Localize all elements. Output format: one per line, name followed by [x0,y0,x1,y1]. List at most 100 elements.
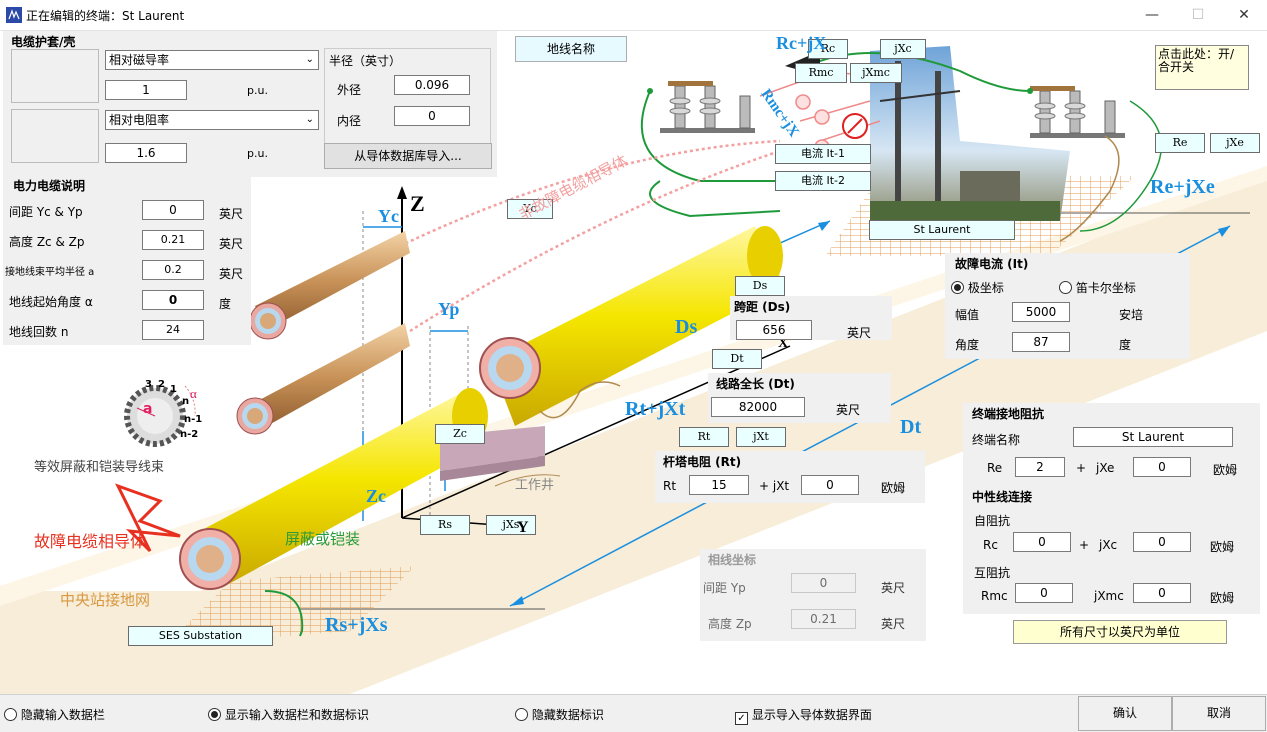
tag-jxe: jXe [1210,133,1260,153]
tag-current-it2: 电流 It-2 [775,171,871,191]
jxc-field[interactable]: 0 [1133,532,1191,552]
re-label: Re [987,461,1003,475]
label-shield-bundle: 等效屏蔽和铠装导线束 [34,459,165,474]
radius-group: 半径（英寸） 外径 0.096 内径 0 [324,48,491,145]
angle-label: 角度 [955,338,980,352]
rmc-field[interactable]: 0 [1015,583,1073,603]
neutral-mutual-unit: 欧姆 [1210,591,1235,605]
permeability-swatch [11,49,99,103]
tower-resistance-title: 杆塔电阻 (Rt) [663,455,742,469]
diagram-scene: Rc jXc Rmc jXmc 电流 It-1 电流 It-2 Yc Ds Dt… [0,31,1267,694]
rc-field[interactable]: 0 [1013,532,1071,552]
span-title: 跨距 (Ds) [734,300,791,314]
cartesian-radio[interactable]: 笛卡尔坐标 [1059,279,1136,296]
spacing-field[interactable]: 0 [142,200,204,220]
neutral-self-unit: 欧姆 [1210,540,1235,554]
spacing-unit: 英尺 [219,207,244,221]
phase-coords-panel: 相线坐标 间距 Yp 0 英尺 高度 Zp 0.21 英尺 [700,549,926,641]
radius-a-field[interactable]: 0.2 [142,260,204,280]
chevron-down-icon: ⌄ [305,54,314,65]
show-import-label: 显示导入导体数据界面 [751,708,872,722]
rt-field[interactable]: 15 [689,475,749,495]
outer-radius-field[interactable]: 0.096 [394,75,470,95]
neutral-panel: 中性线连接 自阻抗 Rc 0 + jXc 0 欧姆 互阻抗 Rmc 0 jXmc… [963,486,1260,614]
terminal-name-label: 终端名称 [972,433,1021,447]
radio-selected-icon [208,708,221,721]
permeability-field[interactable]: 1 [105,80,187,100]
polar-radio[interactable]: 极坐标 [951,279,1004,296]
span-panel: 跨距 (Ds) 656 英尺 [730,296,892,340]
tag-dt: Dt [712,349,762,369]
start-angle-field[interactable]: 0 [142,290,204,310]
zp-label: 高度 Zp [708,617,752,631]
mutual-impedance-label: 互阻抗 [974,566,1011,580]
toggle-switch-note[interactable]: 点击此处：开/合开关 [1155,45,1249,90]
span-field[interactable]: 656 [736,320,812,340]
axis-x-label: X [778,336,789,351]
zp-field: 0.21 [791,609,856,629]
inner-radius-field[interactable]: 0 [394,106,470,126]
tag-current-it1: 电流 It-1 [775,144,871,164]
hide-input-radio[interactable]: 隐藏输入数据栏 [4,706,105,723]
window-title-bar: 正在编辑的终端：St Laurent — ☐ ✕ [0,0,1267,31]
terminal-name-field[interactable]: St Laurent [1073,427,1233,447]
hide-input-label: 隐藏输入数据栏 [20,708,105,722]
label-a: a [143,401,153,417]
magnitude-label: 幅值 [955,308,980,322]
show-import-checkbox[interactable]: ✓ 显示导入导体数据界面 [735,706,872,725]
radio-icon [4,708,17,721]
jxmc-label: jXmc [1094,589,1124,603]
label-shield-armor: 屏蔽或铠装 [285,532,361,548]
angle-field[interactable]: 87 [1012,332,1070,352]
phase-coords-title: 相线坐标 [708,553,757,567]
label-central-grid: 中央站接地网 [60,593,151,609]
start-angle-unit: 度 [219,297,232,311]
window-title: 正在编辑的终端：St Laurent [26,9,185,23]
label-workwell: 工作井 [515,477,555,492]
cartesian-label: 笛卡尔坐标 [1075,281,1136,295]
checkmark-icon: ✓ [735,712,748,725]
import-from-db-button[interactable]: 从导体数据库导入... [324,143,492,169]
resistivity-swatch [11,109,99,163]
axis-z-label: Z [410,191,425,216]
cancel-button[interactable]: 取消 [1172,696,1266,731]
turns-field[interactable]: 24 [142,320,204,340]
jxt-field[interactable]: 0 [801,475,859,495]
permeability-select-value: 相对磁导率 [109,53,170,67]
re-field[interactable]: 2 [1015,457,1065,477]
axis-y-label: Y [517,519,529,536]
tag-jxmc: jXmc [850,63,902,83]
total-length-field[interactable]: 82000 [711,397,805,417]
cable-sheath-panel: 电缆护套/壳 相对磁导率 ⌄ 1 p.u. 相对电阻率 ⌄ 1.6 p.u. 半… [3,31,497,177]
radio-icon [515,708,528,721]
bottom-options-bar: 隐藏输入数据栏 显示输入数据栏和数据标识 隐藏数据标识 ✓ 显示导入导体数据界面… [0,694,1267,732]
close-button[interactable]: ✕ [1238,7,1250,23]
label-rt-jxt: Rt+jXt [625,398,686,420]
height-label: 高度 Zc & Zp [9,235,85,249]
ok-button[interactable]: 确认 [1078,696,1172,731]
polar-label: 极坐标 [967,281,1004,295]
power-cable-title: 电力电缆说明 [13,179,86,193]
resistivity-select[interactable]: 相对电阻率 ⌄ [105,110,319,130]
span-unit: 英尺 [847,326,872,340]
maximize-button[interactable]: ☐ [1191,7,1205,23]
jxe-field[interactable]: 0 [1133,457,1191,477]
label-rs-jxs: Rs+jXs [325,614,388,636]
re-plus: + [1076,461,1087,475]
ground-wire-name-button[interactable]: 地线名称 [515,36,627,62]
label-rc-jx: Rc+jX [776,33,827,53]
fault-current-panel: 故障电流 (It) 极坐标 笛卡尔坐标 幅值 5000 安培 角度 87 度 [945,253,1190,359]
resistivity-field[interactable]: 1.6 [105,143,187,163]
height-field[interactable]: 0.21 [142,230,204,250]
jxmc-field[interactable]: 0 [1133,583,1191,603]
minimize-button[interactable]: — [1145,7,1159,23]
chevron-down-icon: ⌄ [305,114,314,125]
show-input-radio[interactable]: 显示输入数据栏和数据标识 [208,706,369,723]
zp-unit: 英尺 [881,617,906,631]
tag-st-laurent: St Laurent [869,220,1015,240]
hide-labels-radio[interactable]: 隐藏数据标识 [515,706,604,723]
resistivity-select-value: 相对电阻率 [109,113,170,127]
rt-label: Rt [663,479,677,493]
magnitude-field[interactable]: 5000 [1012,302,1070,322]
permeability-select[interactable]: 相对磁导率 ⌄ [105,50,319,70]
